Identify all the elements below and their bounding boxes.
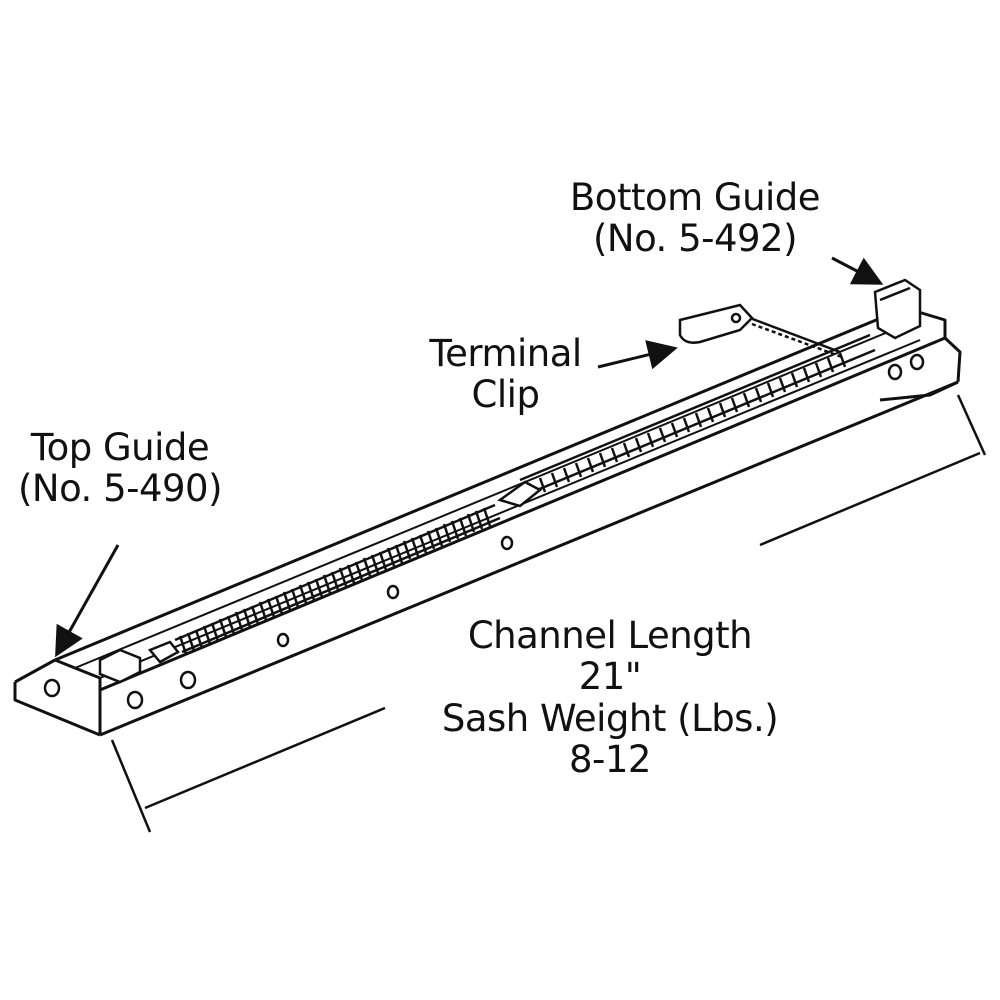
mounting-hole [386, 584, 400, 600]
channel-left-end-top [14, 658, 102, 690]
coil-spring [174, 503, 501, 655]
spiral-rod [497, 333, 876, 508]
channel-length-value: 21" [578, 655, 642, 699]
mounting-holes [43, 353, 925, 710]
mounting-hole [500, 535, 514, 551]
terminal-clip-arrow [597, 340, 678, 370]
top-guide-part-number: (No. 5-490) [17, 466, 223, 510]
sash-weight-title: Sash Weight (Lbs.) [441, 696, 779, 740]
dimension-line-right [759, 451, 981, 547]
terminal-clip-line1: Terminal [429, 332, 582, 375]
top-guide-title: Top Guide [30, 426, 210, 469]
mounting-hole [887, 363, 903, 381]
dimension-extension-left [110, 739, 152, 833]
leader-arrows [55, 256, 884, 658]
sash-weight-value: 8-12 [569, 738, 651, 782]
mounting-hole [126, 690, 144, 710]
channel-right-foot [879, 380, 959, 402]
channel-front-top [99, 336, 946, 692]
top-guide-part [98, 640, 180, 684]
dimension-line-left [144, 706, 386, 810]
mounting-hole [43, 678, 61, 698]
bottom-guide-part-number: (No. 5-492) [592, 216, 798, 260]
terminal-clip-line2: Clip [471, 372, 540, 416]
bottom-guide-label: Bottom Guide (No. 5-492) [540, 176, 850, 260]
channel-back-edge [54, 306, 906, 662]
terminal-clip-part [678, 303, 843, 359]
channel-inner-edge-1 [74, 324, 906, 669]
mounting-hole [179, 670, 197, 690]
dimension-lines [110, 394, 987, 833]
channel-right-end-face [943, 336, 962, 383]
terminal-clip-label: Terminal Clip [418, 332, 593, 416]
mounting-hole [276, 632, 290, 648]
specifications-label: Channel Length 21" Sash Weight (Lbs.) 8-… [410, 615, 810, 781]
channel-left-end-face [13, 682, 101, 737]
top-guide-arrow [55, 544, 120, 658]
channel-front-bottom [99, 380, 959, 737]
dimension-extension-right [956, 394, 987, 456]
bottom-guide-title: Bottom Guide [569, 176, 821, 219]
top-guide-label: Top Guide (No. 5-490) [10, 426, 230, 510]
channel-length-title: Channel Length [467, 614, 753, 657]
channel-inner-edge-2 [99, 339, 921, 679]
mounting-hole [909, 353, 925, 371]
bottom-guide-arrow [831, 256, 884, 285]
channel-body [13, 306, 962, 737]
bottom-guide-part [873, 278, 922, 340]
